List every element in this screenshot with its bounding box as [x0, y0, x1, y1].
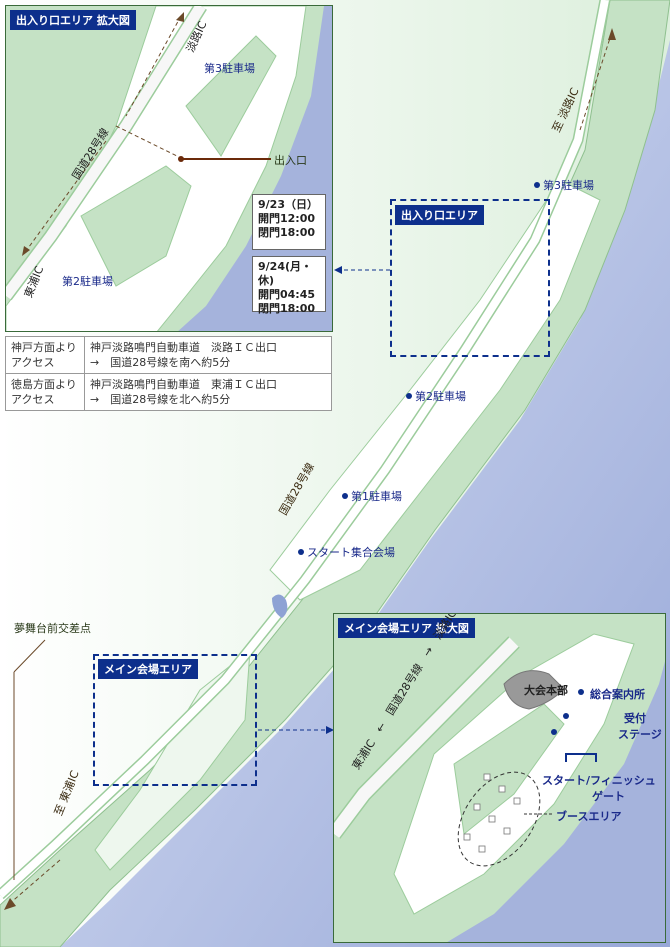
- entrance-inset: 出入り口エリア 拡大図 淡路IC 国道28号線 東浦IC 第3駐車場 第2駐車場…: [5, 5, 333, 332]
- access-row-kobe: 神戸方面よりアクセス 神戸淡路鳴門自動車道 淡路ＩＣ出口→ 国道28号線を南へ約…: [5, 336, 332, 374]
- pond: [272, 594, 288, 618]
- label-entrance: 出入口: [274, 154, 307, 167]
- access-row-tokushima: 徳島方面よりアクセス 神戸淡路鳴門自動車道 東浦ＩＣ出口→ 国道28号線を北へ約…: [5, 373, 332, 411]
- access-from: 徳島方面よりアクセス: [5, 373, 85, 411]
- access-table: 神戸方面よりアクセス 神戸淡路鳴門自動車道 淡路ＩＣ出口→ 国道28号線を南へ約…: [5, 336, 332, 411]
- label-parking-2-inset: 第2駐車場: [62, 275, 113, 288]
- marker-dot-icon: [298, 549, 304, 555]
- entrance-area-tag: 出入り口エリア: [395, 205, 484, 225]
- marker-parking-2[interactable]: 第2駐車場: [406, 388, 466, 404]
- access-route: 神戸淡路鳴門自動車道 東浦ＩＣ出口→ 国道28号線を北へ約5分: [84, 373, 332, 411]
- label-stage: ステージ: [618, 728, 662, 741]
- park-area-south: [94, 648, 251, 871]
- schedule-date: 9/23（日）: [258, 198, 318, 211]
- marker-dot-icon: [534, 182, 540, 188]
- label-gate: ゲート: [592, 790, 625, 803]
- marker-label: 第2駐車場: [415, 390, 466, 403]
- main-inset-title: メイン会場エリア 拡大図: [338, 618, 475, 638]
- schedule-day-2: 9/24(月・休) 開門04:45 閉門18:00: [252, 256, 326, 315]
- entrance-inset-title: 出入り口エリア 拡大図: [10, 10, 136, 30]
- schedule-open: 開門04:45: [258, 288, 316, 301]
- access-route: 神戸淡路鳴門自動車道 淡路ＩＣ出口→ 国道28号線を南へ約5分: [84, 336, 332, 374]
- marker-parking-1[interactable]: 第1駐車場: [342, 488, 402, 504]
- marker-dot-icon: [406, 393, 412, 399]
- schedule-close: 閉門18:00: [258, 226, 316, 239]
- marker-dot-icon: [342, 493, 348, 499]
- label-hq: 大会本部: [524, 684, 568, 697]
- main-area-box[interactable]: [93, 654, 257, 786]
- entrance-area-box[interactable]: [390, 199, 550, 357]
- marker-label: スタート集合会場: [307, 546, 395, 559]
- main-inset-map: [334, 633, 665, 942]
- schedule-day-1: 9/23（日） 開門12:00 閉門18:00: [252, 194, 326, 250]
- label-booth: ブースエリア: [556, 810, 622, 823]
- schedule-date: 9/24(月・休): [258, 260, 313, 287]
- schedule-open: 開門12:00: [258, 212, 316, 225]
- access-from: 神戸方面よりアクセス: [5, 336, 85, 374]
- schedule-close: 閉門18:00: [258, 302, 316, 315]
- label-info: 総合案内所: [590, 688, 645, 701]
- marker-label: 第3駐車場: [543, 179, 594, 192]
- label-reception: 受付: [624, 712, 646, 725]
- main-area-tag: メイン会場エリア: [98, 659, 198, 679]
- label-intersection: 夢舞台前交差点: [14, 622, 91, 635]
- marker-parking-3[interactable]: 第3駐車場: [534, 177, 594, 193]
- main-inset: メイン会場エリア 拡大図 東浦IC ← 国道28号線 → 淡路IC 大会本部 総…: [333, 613, 666, 943]
- marker-start-area[interactable]: スタート集合会場: [298, 544, 395, 560]
- label-parking-3-inset: 第3駐車場: [204, 62, 255, 75]
- marker-label: 第1駐車場: [351, 490, 402, 503]
- label-start-finish: スタート/フィニッシュ: [542, 774, 656, 787]
